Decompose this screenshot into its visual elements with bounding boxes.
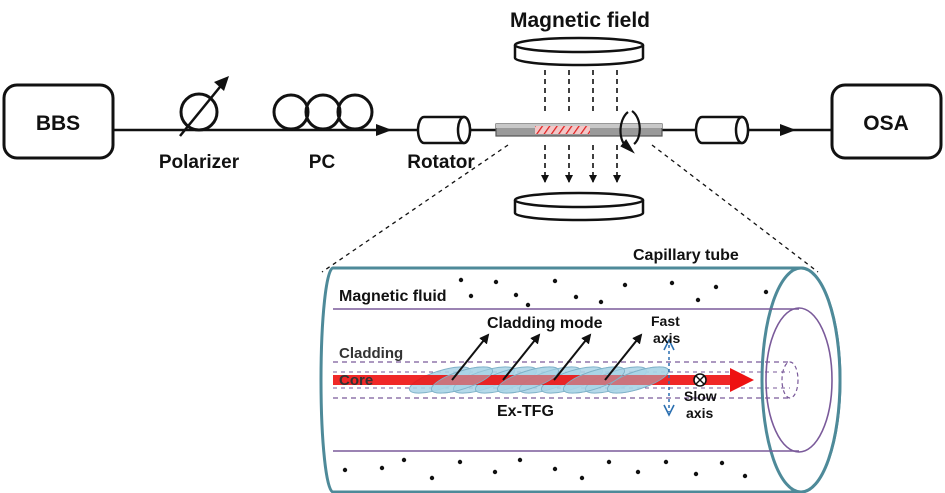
zoom-line-left: [321, 144, 509, 273]
direction-arrow: [376, 124, 392, 136]
bbs-box: BBS: [2, 83, 115, 160]
cladding-mode-arrows: [451, 333, 643, 381]
cladding-label: Cladding: [339, 345, 403, 362]
rotator-label: Rotator: [407, 152, 475, 173]
pc-label: PC: [309, 152, 336, 173]
slow-axis-label-2: axis: [686, 405, 713, 421]
bottom-magnet-icon: [513, 191, 645, 222]
slow-axis-icon: [693, 373, 707, 387]
capillary-tube-label: Capillary tube: [633, 247, 739, 264]
rotator-icon: [416, 115, 472, 145]
fast-axis-label-2: axis: [653, 330, 680, 346]
polarizer-icon: [179, 76, 229, 137]
magnetic-fluid-dots: [342, 277, 769, 481]
magnetic-field-label: Magnetic field: [510, 9, 650, 32]
core-light-arrow: [333, 368, 754, 392]
direction-arrow: [780, 124, 796, 136]
bbs-label: BBS: [36, 112, 80, 135]
slow-axis-label-1: Slow: [684, 388, 717, 404]
zoom-line-right: [651, 144, 819, 273]
capillary-tube-small: [495, 123, 663, 137]
fast-axis-label-1: Fast: [651, 313, 680, 329]
osa-box: OSA: [830, 83, 943, 160]
field-lines: [541, 70, 621, 183]
top-magnet-icon: [513, 36, 645, 67]
polarizer-label: Polarizer: [159, 152, 240, 173]
ex-tfg-label: Ex-TFG: [497, 403, 554, 420]
grating-overlay: [431, 366, 669, 394]
pc-loops-icon: [272, 93, 374, 131]
fast-slow-axis: [663, 338, 707, 417]
collimator-icon: [694, 115, 750, 145]
magnetic-fluid-label: Magnetic fluid: [339, 288, 447, 305]
rotation-arrow-icon: [619, 110, 641, 154]
core-label: Core: [339, 372, 373, 389]
osa-label: OSA: [863, 112, 909, 135]
cladding-mode-label: Cladding mode: [487, 315, 603, 332]
